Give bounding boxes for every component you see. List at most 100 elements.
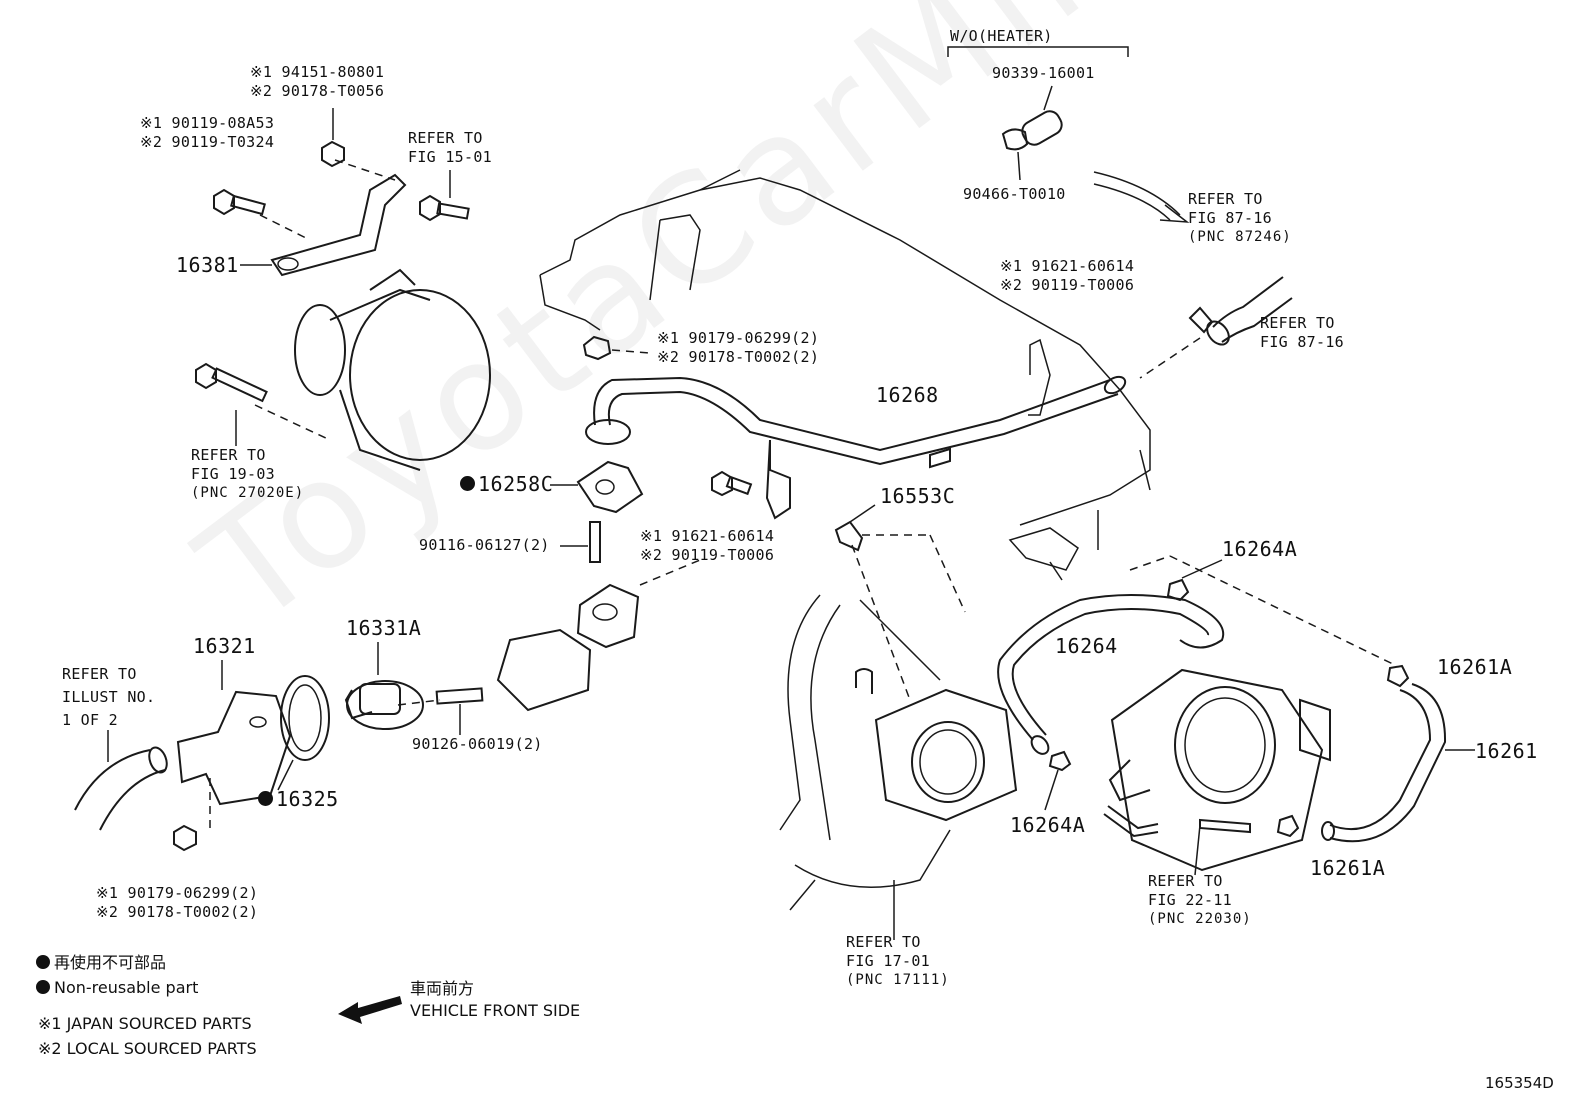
stud-bolts: [435, 521, 601, 735]
ref-line: REFER TO: [1188, 190, 1263, 208]
ref-line: REFER TO: [62, 665, 137, 683]
ref-line: FIG 19-03: [191, 465, 275, 483]
label-line: ※2 90119-T0006: [1000, 276, 1135, 294]
ref-line: REFER TO: [846, 933, 921, 951]
legend-local-sourced: ※2 LOCAL SOURCED PARTS: [38, 1039, 257, 1058]
front-side-jp: 車両前方: [410, 979, 475, 998]
ref-line: ILLUST NO.: [62, 688, 156, 706]
alternator: [254, 268, 491, 471]
water-inlet-16321: [176, 660, 292, 830]
ref-line: FIG 15-01: [408, 148, 492, 166]
bolt-tr-label: ※1 91621-60614 ※2 90119-T0006: [1000, 257, 1134, 295]
water-outlet: [496, 583, 640, 712]
label-line: ※2 90178-T0002(2): [96, 903, 259, 921]
label-line: ※2 90119-T0006: [640, 546, 775, 564]
part-16261a-top: 16261A: [1437, 655, 1513, 679]
bracket-16381: [240, 159, 407, 277]
front-side-en: VEHICLE FRONT SIDE: [410, 1001, 581, 1020]
wo-heater-label: W/O(HEATER): [950, 27, 1053, 45]
hose-16264: [997, 555, 1396, 755]
bypass-pipe: [1001, 85, 1063, 181]
part-16325: 16325: [258, 787, 339, 811]
ref-fig-87-16-top: REFER TO FIG 87-16 (PNC 87246): [1188, 190, 1292, 247]
legend-nonreusable-jp: 再使用不可部品: [36, 952, 166, 974]
stud-top: [419, 170, 470, 222]
part-90126-06019: 90126-06019(2): [412, 735, 543, 753]
part-16321: 16321: [193, 634, 256, 658]
non-reusable-dot: [460, 476, 475, 491]
bolt-center: [639, 470, 753, 586]
intake-manifold: [779, 594, 1018, 940]
clip-16553c: [834, 504, 966, 701]
non-reusable-dot: [258, 791, 273, 806]
water-pipe-16268: [585, 375, 1127, 520]
ref-line: (PNC 27020E): [191, 485, 305, 501]
non-reusable-dot: [36, 980, 50, 994]
ref-line: 1 OF 2: [62, 711, 118, 729]
nut-top-label: ※1 94151-80801 ※2 90178-T0056: [250, 63, 384, 101]
label-line: ※1 91621-60614: [1000, 257, 1135, 275]
ref-fig-22-11: REFER TO FIG 22-11 (PNC 22030): [1148, 872, 1252, 929]
part-16264a-top: 16264A: [1222, 537, 1298, 561]
part-90116-06127: 90116-06127(2): [419, 536, 550, 554]
ref-fig-19-03: REFER TO FIG 19-03 (PNC 27020E): [191, 446, 304, 503]
bolt-long: [195, 362, 268, 446]
part-16261: 16261: [1475, 739, 1538, 763]
label-line: ※1 90179-06299(2): [657, 329, 820, 347]
gasket-16258c: [550, 460, 644, 514]
cylinder-head: [539, 169, 1151, 581]
part-16258c: 16258C: [460, 472, 553, 496]
clip-16264a-bottom: [1044, 750, 1159, 838]
bolt-top-label: ※1 90119-08A53 ※2 90119-T0324: [140, 114, 274, 152]
ref-fig-87-16-right: REFER TO FIG 87-16: [1260, 314, 1344, 352]
non-reusable-dot: [36, 955, 50, 969]
label-line: ※1 91621-60614: [640, 527, 775, 545]
front-arrow-icon: [338, 996, 402, 1024]
hose-illust: [74, 730, 168, 831]
ref-line: REFER TO: [408, 129, 483, 147]
legend-japan-sourced: ※1 JAPAN SOURCED PARTS: [38, 1014, 252, 1033]
gasket-16325: [277, 675, 330, 791]
ref-line: REFER TO: [191, 446, 266, 464]
flow-arrow: [1093, 171, 1190, 223]
part-16268: 16268: [876, 383, 939, 407]
nut-bottom-label: ※1 90179-06299(2) ※2 90178-T0002(2): [96, 884, 258, 922]
label-line: ※2 90178-T0002(2): [657, 348, 820, 366]
hose-end-right: [1139, 276, 1293, 379]
part-16553c: 16553C: [880, 484, 956, 508]
nut-center: [582, 335, 651, 361]
ref-line: FIG 22-11: [1148, 891, 1232, 909]
ref-line: (PNC 87246): [1188, 229, 1292, 245]
nut-center-label: ※1 90179-06299(2) ※2 90178-T0002(2): [657, 329, 819, 367]
bolt-top: [213, 188, 266, 216]
part-16381: 16381: [176, 253, 239, 277]
label-line: ※1 90179-06299(2): [96, 884, 259, 902]
hose-16261: [1276, 664, 1475, 843]
ref-line: REFER TO: [1260, 314, 1335, 332]
ref-line: REFER TO: [1148, 872, 1223, 890]
ref-line: (PNC 22030): [1148, 911, 1252, 927]
part-number: 16325: [276, 787, 339, 811]
part-90339-16001: 90339-16001: [992, 64, 1095, 82]
ref-illust: REFER TO ILLUST NO. 1 OF 2: [62, 663, 155, 732]
part-16331a: 16331A: [346, 616, 422, 640]
ref-fig-17-01: REFER TO FIG 17-01 (PNC 17111): [846, 933, 950, 990]
part-number: 16258C: [478, 472, 554, 496]
nut-bottom: [173, 824, 197, 852]
bolt-center-label: ※1 91621-60614 ※2 90119-T0006: [640, 527, 774, 565]
part-16264: 16264: [1055, 634, 1118, 658]
label-line: ※2 90119-T0324: [140, 133, 275, 151]
part-16264a-bottom: 16264A: [1010, 813, 1086, 837]
ref-fig-15-01: REFER TO FIG 15-01: [408, 129, 492, 167]
ref-line: (PNC 17111): [846, 972, 950, 988]
label-line: ※1 94151-80801: [250, 63, 385, 81]
throttle-body: [1108, 668, 1331, 876]
label-line: ※1 90119-08A53: [140, 114, 275, 132]
legend-text: Non-reusable part: [54, 978, 199, 997]
wo-heater-bracket: [947, 46, 1129, 57]
ref-line: FIG 17-01: [846, 952, 930, 970]
part-90466-t0010: 90466-T0010: [963, 185, 1066, 203]
ref-line: FIG 87-16: [1260, 333, 1344, 351]
